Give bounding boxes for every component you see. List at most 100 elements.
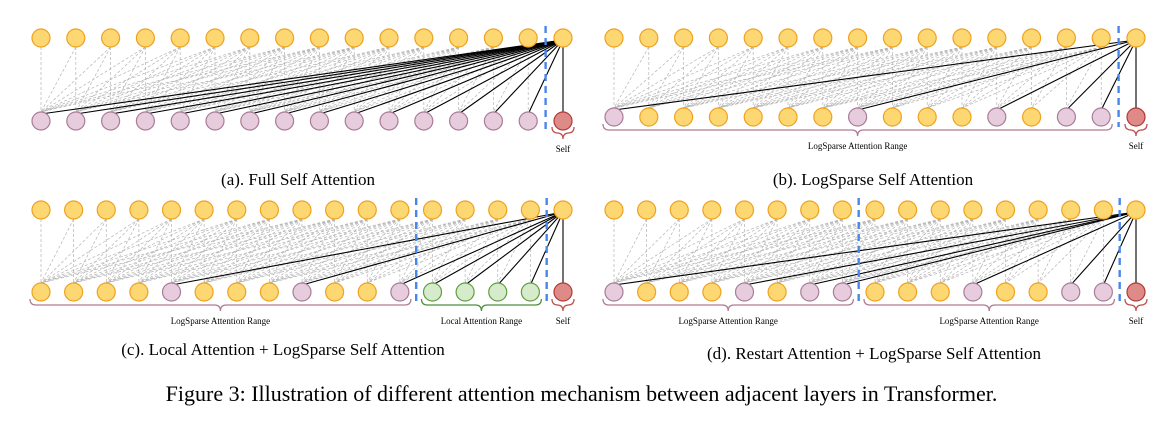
bottom-node [604, 282, 624, 302]
bottom-node [767, 282, 787, 302]
gray-dependency-line [1031, 46, 1102, 109]
gray-dependency-line [679, 218, 843, 284]
attention-line [842, 211, 1137, 286]
gray-dependency-line [613, 218, 680, 284]
bottom-node [778, 107, 798, 127]
gray-dependency-line [683, 46, 928, 109]
attention-line [1066, 39, 1137, 111]
bottom-node [488, 282, 508, 302]
gray-dependency-line [718, 46, 858, 109]
gray-dependency-line [753, 46, 997, 109]
range-label: Self [556, 144, 571, 154]
top-node [882, 28, 903, 48]
top-node [767, 200, 787, 220]
gray-dependency-line [613, 218, 745, 284]
gray-dependency-line [857, 46, 1067, 109]
gray-dependency-line [646, 218, 843, 284]
gray-dependency-line [40, 46, 111, 113]
bottom-node [1091, 107, 1111, 127]
gray-dependency-line [940, 218, 1039, 284]
top-node [553, 200, 573, 220]
top-node [898, 200, 918, 220]
gray-dependency-line [399, 218, 531, 284]
gray-dependency-line [874, 218, 1071, 284]
top-node [917, 28, 937, 48]
gray-dependency-line [40, 218, 107, 284]
attention-line [613, 39, 1137, 111]
bottom-node [639, 107, 659, 127]
gray-dependency-line [171, 218, 368, 284]
gray-dependency-line [106, 218, 205, 284]
bottom-node [520, 282, 540, 302]
attention-line [249, 39, 564, 115]
attention-line [284, 39, 564, 115]
bottom-node [309, 111, 329, 131]
gray-dependency-line [809, 218, 1039, 284]
top-node [963, 200, 983, 220]
attention-line [857, 39, 1137, 111]
gray-dependency-line [1037, 218, 1072, 284]
range-brace [1124, 298, 1148, 312]
gray-dependency-line [40, 46, 320, 113]
range-label: LogSparse Attention Range [939, 316, 1038, 326]
bottom-node [930, 282, 950, 302]
top-node [64, 200, 84, 220]
attention-line [1070, 211, 1137, 286]
gray-dependency-line [809, 218, 1006, 284]
gray-dependency-line [744, 218, 843, 284]
figure-caption: Figure 3: Illustration of different atte… [165, 381, 998, 406]
panel-c-caption: (c). Local Attention + LogSparse Self At… [121, 340, 445, 359]
gray-dependency-line [367, 218, 531, 284]
gray-dependency-line [40, 218, 172, 284]
bottom-node [1056, 107, 1077, 127]
top-node [708, 28, 729, 48]
top-node [637, 200, 657, 220]
top-node [1056, 28, 1077, 48]
bottom-node [227, 282, 247, 302]
bottom-node [31, 111, 51, 131]
bottom-node [673, 107, 694, 127]
gray-dependency-line [354, 46, 529, 113]
range-label: Self [556, 316, 571, 326]
panel-a-caption: (a). Full Self Attention [221, 170, 375, 189]
gray-dependency-line [711, 218, 876, 284]
gray-dependency-line [138, 218, 335, 284]
gray-dependency-line [613, 46, 754, 109]
gray-dependency-line [203, 218, 368, 284]
top-node [31, 28, 51, 48]
attention-line [145, 39, 564, 115]
attention-line [40, 39, 564, 115]
gray-dependency-line [927, 46, 1067, 109]
gray-dependency-line [711, 218, 810, 284]
gray-dependency-line [249, 46, 529, 113]
gray-dependency-line [874, 218, 1039, 284]
gray-dependency-line [907, 218, 1006, 284]
gray-dependency-line [907, 218, 1104, 284]
top-node [952, 28, 972, 48]
top-node [488, 200, 508, 220]
top-node [275, 28, 295, 48]
attention-line [996, 39, 1137, 111]
top-node [449, 28, 469, 48]
gray-dependency-line [110, 46, 320, 113]
bottom-node [882, 107, 903, 127]
gray-dependency-lines [613, 218, 1104, 284]
bottom-node [275, 111, 295, 131]
gray-dependency-line [75, 46, 285, 113]
top-node [847, 28, 868, 48]
attention-line [171, 211, 564, 286]
gray-dependency-line [334, 218, 531, 284]
top-node [227, 200, 247, 220]
top-node [1021, 28, 1042, 48]
attention-line [214, 39, 564, 115]
range-brace [1124, 123, 1148, 137]
range-label: LogSparse Attention Range [808, 141, 907, 151]
gray-dependency-line [857, 46, 1102, 109]
gray-dependency-line [744, 218, 908, 284]
bottom-node [379, 111, 399, 131]
gray-dependency-line [787, 46, 997, 109]
attention-line [319, 39, 564, 115]
gray-dependency-line [613, 218, 843, 284]
attention-line [432, 211, 564, 286]
